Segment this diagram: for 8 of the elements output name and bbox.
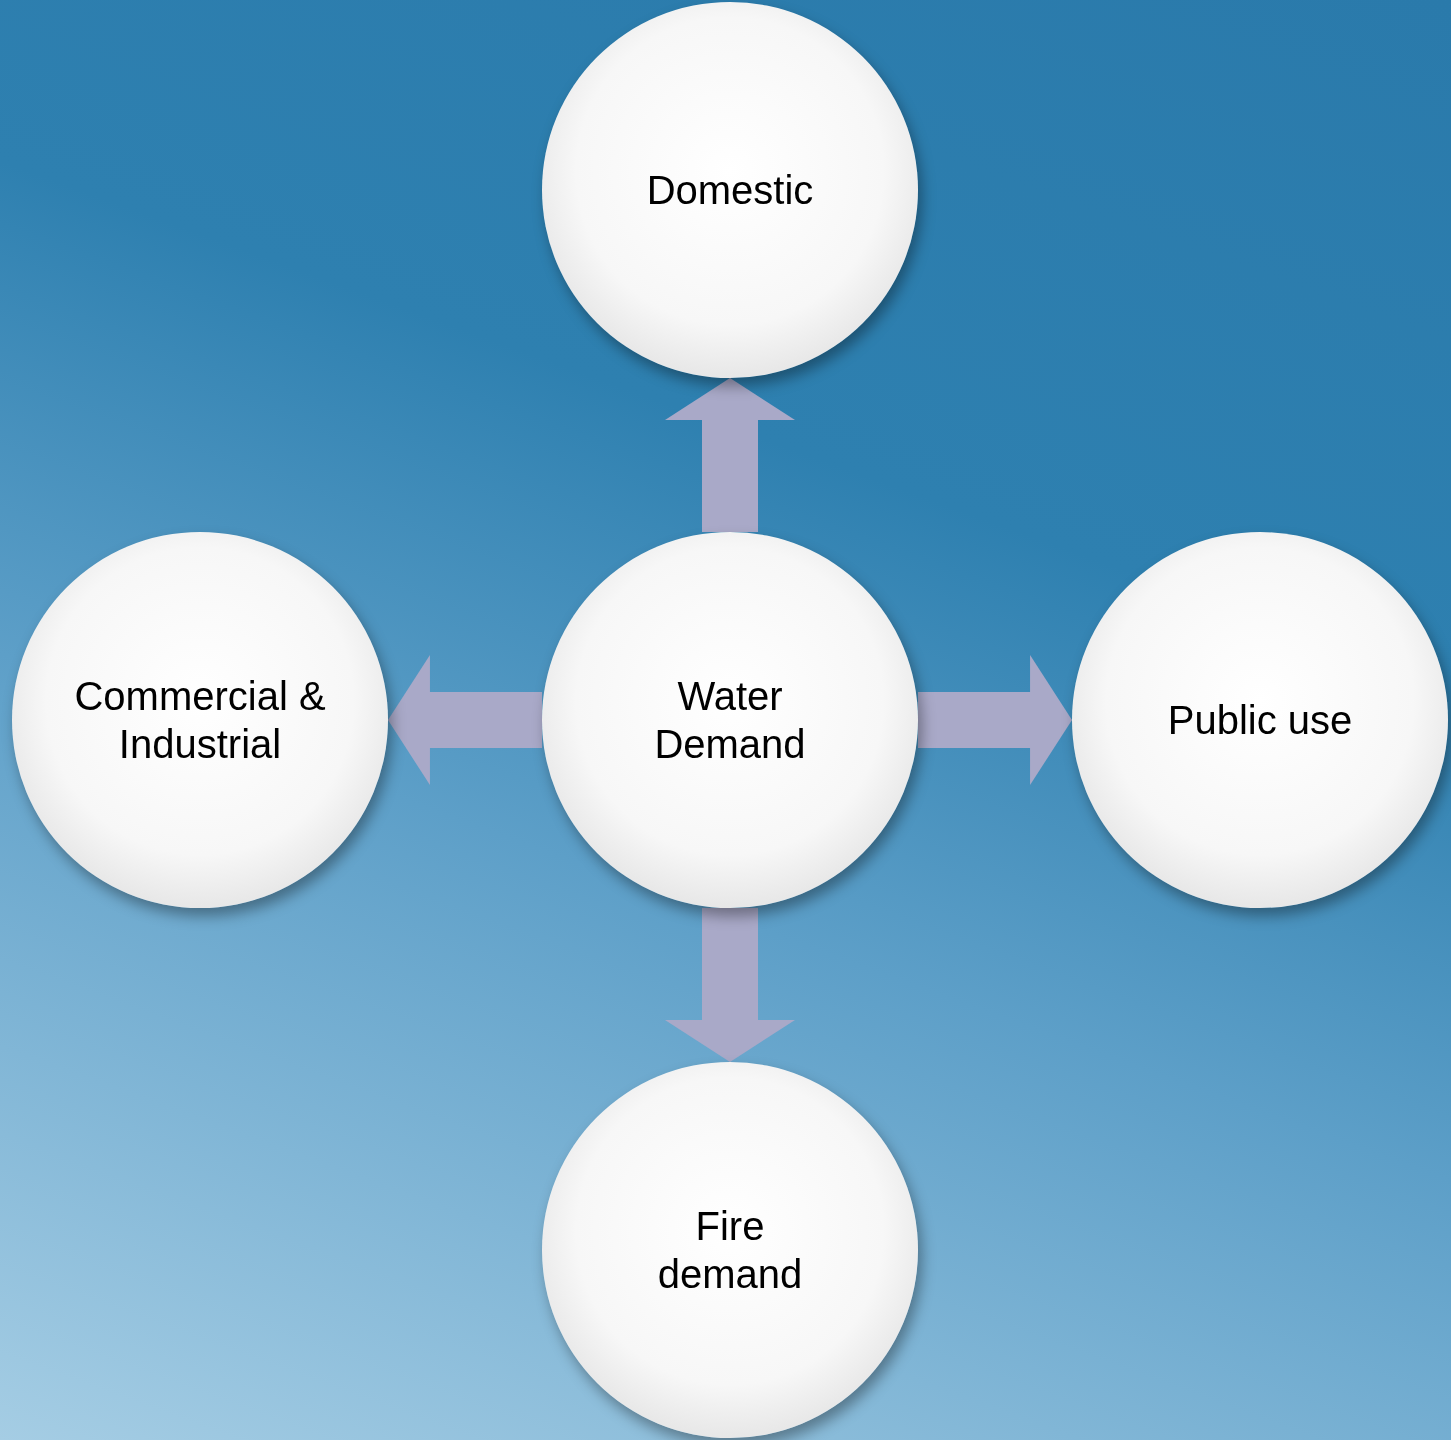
block-arrow (388, 655, 542, 785)
node-label: Commercial & Industrial (73, 673, 327, 768)
block-arrow (918, 655, 1072, 785)
node-label: Public use (1166, 697, 1354, 744)
node-label: Fire demand (656, 1203, 804, 1298)
node-label: Domestic (645, 167, 815, 214)
block-arrow (665, 378, 795, 532)
node-label: Water Demand (653, 673, 807, 768)
